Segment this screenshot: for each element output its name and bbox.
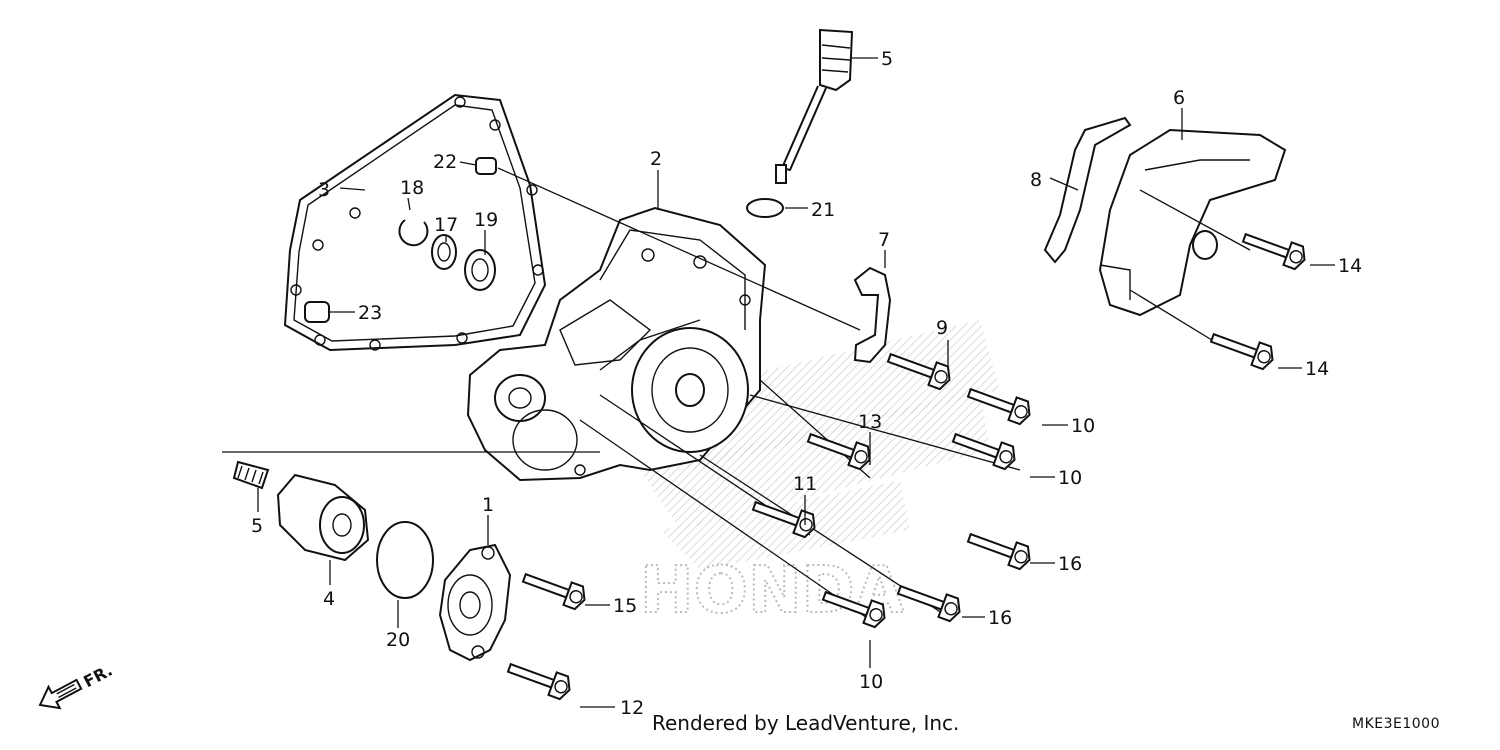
part-8-cover[interactable] [1098,128,1287,317]
callout-21[interactable]: 21 [811,199,835,221]
callout-9[interactable]: 8 [1030,169,1042,191]
part-20-o-ring[interactable] [376,521,434,599]
callout-2[interactable]: 2 [650,148,662,170]
arrow-icon [38,678,83,710]
part-23-dowel-pin[interactable] [304,301,330,323]
callout-16-b[interactable]: 16 [988,607,1012,629]
part-6-dipstick[interactable] [775,28,854,184]
part-4-oil-filter[interactable] [276,473,370,562]
callout-13[interactable]: 13 [858,411,882,433]
credit-text: Rendered by LeadVenture, Inc. [652,711,960,735]
part-2-crankcase-cover[interactable] [466,206,767,482]
callout-16-a[interactable]: 16 [1058,553,1082,575]
callout-4[interactable]: 4 [323,588,335,610]
callout-labels: 5 6 8 2 3 18 17 19 22 23 21 7 14 14 9 10… [251,48,1362,719]
bolt-15[interactable] [519,565,590,613]
callout-10-b[interactable]: 10 [1071,415,1095,437]
bolt-16-b[interactable] [894,577,965,625]
part-18-circlip[interactable] [398,219,429,247]
callout-20[interactable]: 20 [386,629,410,651]
bolt-14-b[interactable] [1207,325,1278,373]
alignment-lines [222,167,1251,621]
part-21-o-ring[interactable] [746,198,784,218]
part-19-oil-seal[interactable] [464,249,496,291]
callout-11-a[interactable]: 10 [1058,467,1082,489]
diagram-code: MKE3E1000 [1352,716,1440,732]
callout-11-b[interactable]: 11 [793,473,817,495]
callout-5[interactable]: 5 [251,515,263,537]
callout-18[interactable]: 18 [400,177,424,199]
part-17-washer[interactable] [431,234,457,270]
bolt-12[interactable] [504,655,575,703]
callout-3[interactable]: 3 [318,179,330,201]
callout-leaders [257,57,1335,708]
fr-label: FR. [80,661,115,692]
bolt-14-a[interactable] [1239,225,1310,273]
callout-19[interactable]: 19 [474,209,498,231]
callout-8[interactable]: 6 [1173,87,1185,109]
part-9-gasket[interactable] [1043,116,1132,264]
callout-14-b[interactable]: 14 [1305,358,1329,380]
callout-1[interactable]: 1 [482,494,494,516]
callout-7[interactable]: 7 [878,229,890,251]
callout-22[interactable]: 22 [433,151,457,173]
callout-17[interactable]: 17 [434,214,458,236]
watermark-text: HONDA [640,554,905,628]
callout-12[interactable]: 12 [620,697,644,719]
callout-23[interactable]: 23 [358,302,382,324]
part-1-filter-cover[interactable] [438,543,512,662]
part-7-bracket[interactable] [853,266,892,364]
front-direction-indicator: FR. [38,661,115,710]
bolt-16-a[interactable] [964,525,1035,573]
callout-10-a[interactable]: 9 [936,317,948,339]
part-5-spring[interactable] [232,460,270,490]
callout-10-c[interactable]: 10 [859,671,883,693]
callout-14-a[interactable]: 14 [1338,255,1362,277]
callout-15[interactable]: 15 [613,595,637,617]
callout-6[interactable]: 5 [881,48,893,70]
part-22-dowel-pin[interactable] [475,157,497,175]
